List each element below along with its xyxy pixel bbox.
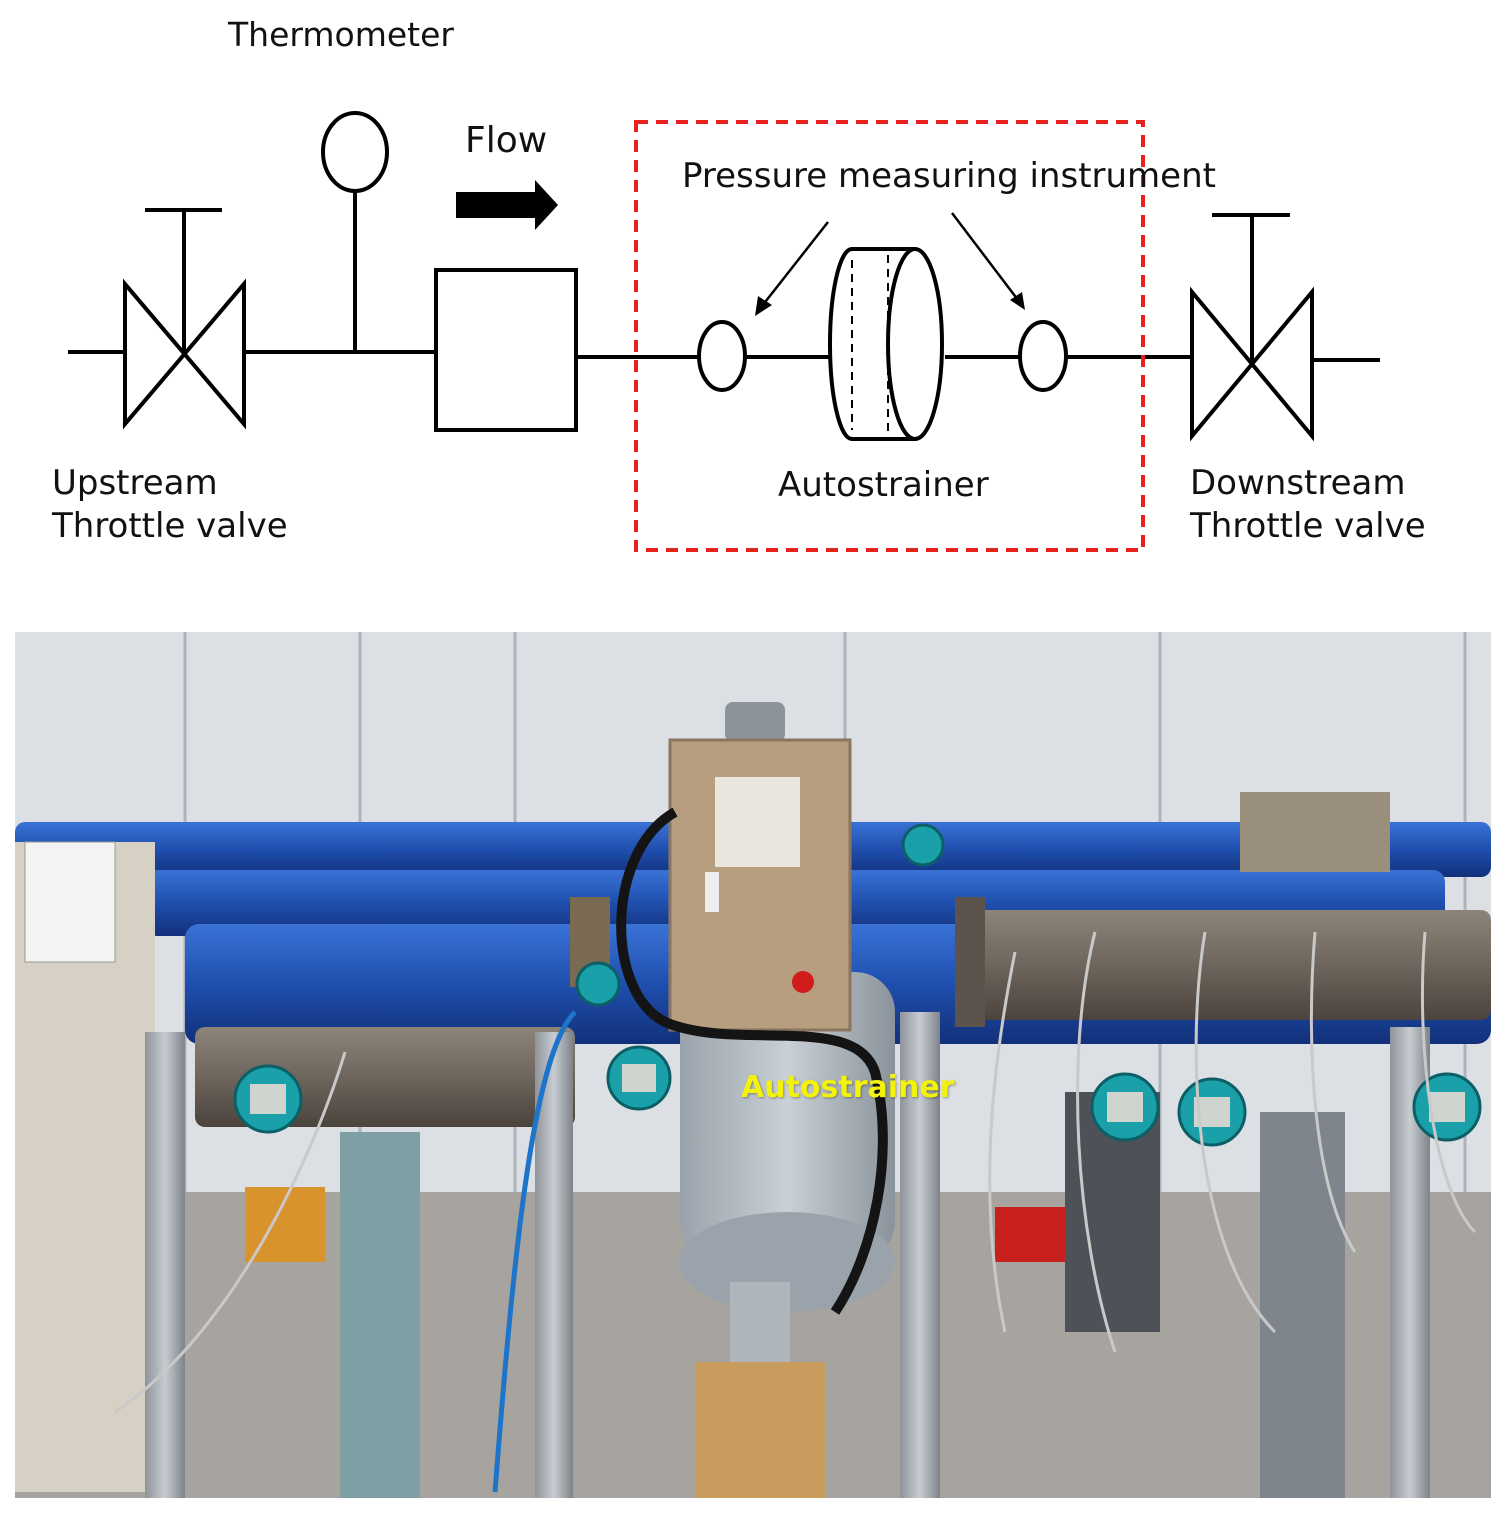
steel-flange [955, 897, 985, 1027]
autostrainer-symbol [828, 247, 944, 441]
thermometer-symbol [321, 111, 389, 352]
test-rig-illustration [15, 632, 1491, 1498]
test-rig-photo: Autostrainer [15, 632, 1491, 1498]
thermometer-label: Thermometer [228, 15, 454, 54]
red-valve-actuator [995, 1207, 1065, 1262]
instrument-wires [114, 931, 1477, 1414]
wall-notice [24, 841, 116, 963]
mesh-section [1240, 792, 1390, 872]
schematic-drawing [68, 111, 1380, 552]
flow-meter-box [434, 268, 578, 432]
upstream-valve-label-line2: Throttle valve [52, 505, 288, 546]
downstream-valve-label-line1: Downstream [1190, 463, 1406, 503]
upstream-valve-label: Upstream Throttle valve [52, 462, 288, 547]
pointer-arrowhead-right [1010, 292, 1025, 310]
steel-pipe-right [955, 910, 1491, 1020]
pressure-instrument-label: Pressure measuring instrument [682, 156, 1216, 196]
control-cabinet [668, 702, 852, 1032]
downstream-valve-label: Downstream Throttle valve [1190, 462, 1426, 547]
pointer-arrow-right [951, 212, 1019, 301]
upstream-throttle-valve-symbol [123, 208, 246, 430]
pressure-instrument-left [697, 320, 747, 392]
downstream-valve-label-line2: Throttle valve [1190, 505, 1426, 546]
flow-label: Flow [465, 120, 548, 161]
pointer-arrow-left [761, 221, 829, 307]
control-cable [616, 807, 888, 1315]
pointer-arrowhead-left [755, 296, 772, 316]
schematic-diagram: Thermometer Flow Pressure measuring inst… [0, 0, 1506, 610]
pressure-instrument-right [1018, 320, 1068, 392]
autostrainer-label: Autostrainer [778, 465, 989, 505]
flow-arrow-icon [456, 180, 558, 230]
downstream-throttle-valve-symbol [1190, 213, 1314, 442]
upstream-valve-label-line1: Upstream [52, 463, 218, 503]
measurement-section-box [634, 120, 1145, 552]
blue-signal-cable [492, 1010, 577, 1493]
photo-autostrainer-label: Autostrainer [741, 1070, 955, 1105]
